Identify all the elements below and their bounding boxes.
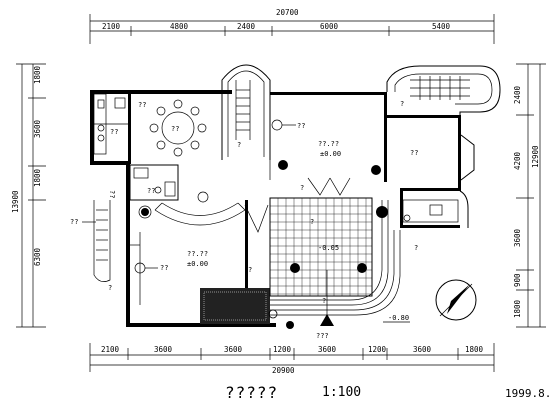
side-entry-label: ?? [70, 218, 78, 226]
living-room: ?? ??.?? ±0.00 ? [126, 191, 269, 305]
terrace-outline [269, 197, 373, 297]
right-dim-2: 4200 [513, 151, 522, 170]
tv-left-label: ?? [160, 264, 168, 272]
right-total-dim: 12900 [531, 145, 540, 168]
bottom-dim-1: 2100 [101, 345, 120, 354]
left-dim-1: 1800 [33, 65, 42, 84]
entry-elev: -0.80 [388, 314, 409, 322]
kitchen: ?? [93, 93, 131, 164]
terrace-elev: -0.05 [318, 244, 339, 252]
side-room: ?? ?? ? [70, 190, 116, 292]
dining-label: ?? [171, 125, 179, 133]
tv-right-label: ?? [297, 122, 305, 130]
left-total-dim: 13900 [11, 190, 20, 213]
right-bath-q: ? [414, 244, 418, 252]
right-dim-1: 2400 [513, 85, 522, 104]
bedroom-label: ?? [410, 149, 418, 157]
bottom-dim-2: 3600 [154, 345, 173, 354]
exterior-walls [90, 64, 501, 327]
left-dim-2: 3600 [33, 119, 42, 138]
bedroom: ?? ? [400, 76, 470, 157]
small-bath: ?? [129, 164, 179, 201]
terrace-labels: -0.05 ? ? [290, 218, 367, 305]
living-q: ? [248, 266, 252, 274]
right-dim-4: 900 [513, 273, 522, 287]
bath-label: ?? [147, 187, 155, 195]
hall-label: ??.?? [318, 140, 339, 148]
bottom-dim-8: 1800 [465, 345, 484, 354]
hall-q: ? [300, 184, 304, 192]
dining-room: ?? ?? [138, 99, 207, 157]
bottom-dim-3: 3600 [224, 345, 243, 354]
bottom-dim-4: 1200 [273, 345, 292, 354]
curved-steps [270, 200, 401, 316]
side-q: ? [108, 284, 112, 292]
dining-q-label: ?? [138, 101, 146, 109]
stair-tower: ? [235, 80, 251, 149]
top-dim-3: 2400 [237, 22, 256, 31]
top-total-dim: 20700 [276, 8, 299, 17]
side-room-label: ?? [108, 190, 116, 198]
right-dim-5: 1800 [513, 299, 522, 318]
right-dim-3: 3600 [513, 228, 522, 247]
top-dim-4: 6000 [320, 22, 339, 31]
bottom-dim-7: 3600 [413, 345, 432, 354]
entry-label: ??? [316, 332, 329, 340]
garden-q: ? [322, 297, 326, 305]
right-dimension-chain: 2400 4200 3600 900 1800 12900 [513, 63, 546, 328]
bottom-dim-6: 1200 [368, 345, 387, 354]
hall: ?? ??.?? ±0.00 ? [269, 95, 381, 196]
top-dim-1: 2100 [102, 22, 121, 31]
north-arrow-icon [435, 279, 477, 321]
hatched-steps [200, 288, 278, 324]
living-label: ??.?? [187, 250, 208, 258]
top-dim-2: 4800 [170, 22, 189, 31]
hall-elev: ±0.00 [320, 150, 341, 158]
bottom-dimension-chain: 2100 3600 3600 1200 3600 1200 3600 1800 … [89, 343, 495, 375]
stair-label: ? [237, 141, 241, 149]
terrace [269, 197, 373, 297]
drawing-date: 1999.8. [505, 387, 552, 400]
plant-icon [141, 208, 294, 329]
kitchen-label: ?? [110, 128, 118, 136]
terrace-q: ? [310, 218, 314, 226]
left-dimension-chain: 1800 3600 1800 6300 13900 [11, 63, 46, 328]
living-elev: ±0.00 [187, 260, 208, 268]
bottom-total-dim: 20900 [272, 366, 295, 375]
bedroom-q-label: ? [400, 100, 404, 108]
left-dim-3: 1800 [33, 168, 42, 187]
drawing-title: ????? [225, 383, 279, 402]
drawing-scale: 1:100 [322, 385, 362, 400]
left-dim-4: 6300 [33, 247, 42, 266]
top-dim-5: 5400 [432, 22, 451, 31]
entry: ??? -0.80 [316, 270, 410, 340]
bottom-dim-5: 3600 [318, 345, 337, 354]
top-dimension-chain: 20700 2100 4800 2400 6000 5400 [89, 8, 495, 44]
